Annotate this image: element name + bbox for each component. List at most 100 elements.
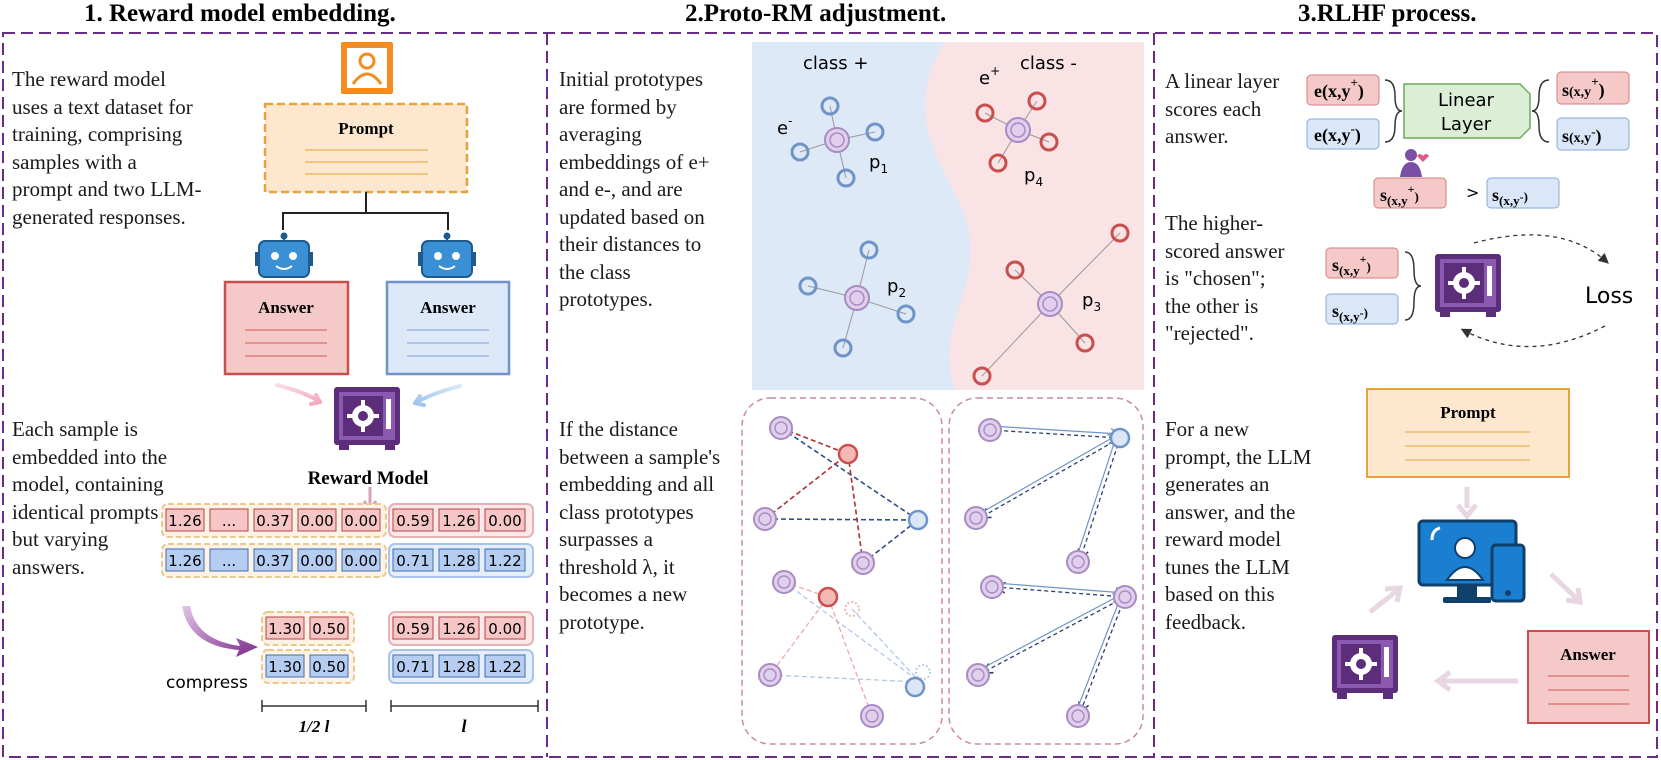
embedding-cell xyxy=(392,508,434,532)
e-neg-label: e- xyxy=(777,114,792,139)
embedding-value: 0.00 xyxy=(488,620,521,638)
linear-layer-box: Linear Layer xyxy=(1403,83,1531,139)
prototype-node xyxy=(964,506,988,530)
embedding-cell xyxy=(392,654,434,678)
s-neg-box: s(x,y-) xyxy=(1556,117,1630,151)
prototype-update-graph xyxy=(753,416,1137,728)
embedding-value: 1.26 xyxy=(168,512,201,530)
class-neg-label: class - xyxy=(1020,53,1077,74)
embedding-value: ... xyxy=(222,552,236,570)
prototype-node xyxy=(772,570,796,594)
embedding-cell xyxy=(438,616,480,640)
prototype-node xyxy=(1037,291,1063,317)
embedding-cell xyxy=(209,508,249,532)
loss-label: Loss xyxy=(1585,284,1633,309)
reward-model-icon xyxy=(334,387,400,450)
embedding-value: 0.00 xyxy=(488,512,521,530)
embedding-cell xyxy=(392,616,434,640)
embedding-cell xyxy=(438,654,480,678)
robot-icon xyxy=(418,232,476,278)
threshold-box-left xyxy=(741,397,943,745)
embedding-cell xyxy=(438,508,480,532)
half-l-label: 1/2 l xyxy=(299,717,330,736)
prototype-node xyxy=(978,418,1002,442)
panel2-text-1: Initial prototypes are formed by averagi… xyxy=(559,67,710,311)
class-region xyxy=(752,42,1144,390)
panel1-text-1: The reward model uses a text dataset for… xyxy=(12,67,202,229)
sample-node xyxy=(833,338,853,358)
answer-positive-label: Answer xyxy=(258,298,314,317)
embedding-cell xyxy=(253,548,293,572)
prompt-box: Prompt xyxy=(263,102,469,194)
s-pos-box: s(x,y+) xyxy=(1556,71,1630,105)
embedding-value: 0.50 xyxy=(312,620,345,638)
embedding-cell xyxy=(165,548,205,572)
embedding-value: ... xyxy=(222,512,236,530)
answer-rlhf-label: Answer xyxy=(1560,645,1616,664)
embedding-value: 0.00 xyxy=(344,512,377,530)
svg-text:s(x,y+): s(x,y+) xyxy=(1562,74,1605,101)
embedding-cell xyxy=(392,548,434,572)
embedding-value: 0.37 xyxy=(256,552,289,570)
embedding-cell xyxy=(309,616,349,640)
svg-text:s(x,y+): s(x,y+) xyxy=(1332,252,1371,278)
embedding-value: 0.00 xyxy=(300,552,333,570)
sample-node-positive xyxy=(817,586,839,608)
sample-node xyxy=(836,168,856,188)
sample-node xyxy=(790,142,810,162)
embedding-cell xyxy=(253,508,293,532)
prototype-node xyxy=(769,416,793,440)
embedding-value: 1.28 xyxy=(442,552,475,570)
panel3-title: 3.RLHF process. xyxy=(1298,0,1477,27)
embedding-value: 1.30 xyxy=(268,658,301,676)
sample-node xyxy=(1027,91,1047,111)
embedding-cell xyxy=(341,548,381,572)
embedding-value: 0.59 xyxy=(396,512,429,530)
prototype-node xyxy=(844,285,870,311)
svg-text:e(x,y+): e(x,y+) xyxy=(1314,75,1364,102)
embedding-cell xyxy=(484,654,526,678)
embedding-value: 0.59 xyxy=(396,620,429,638)
embedding-cell xyxy=(165,508,205,532)
sample-node xyxy=(859,240,879,260)
embedding-value: 0.71 xyxy=(396,658,429,676)
p1-label: p1 xyxy=(869,152,888,176)
svg-text:e(x,y-): e(x,y-) xyxy=(1314,121,1361,146)
sample-node xyxy=(1110,223,1130,243)
panel3-text-3: For a new prompt, the LLM generates an a… xyxy=(1165,417,1312,634)
p3-label: p3 xyxy=(1082,290,1101,314)
embedding-value: 1.26 xyxy=(442,620,475,638)
panel3-text-2: The higher-scored answer is "chosen"; th… xyxy=(1165,211,1285,345)
compress-arrow-icon xyxy=(182,606,258,657)
robot-icon xyxy=(255,232,313,278)
svg-text:s(x,y-): s(x,y-) xyxy=(1492,185,1528,208)
prototype-node xyxy=(966,663,990,687)
prototype-node xyxy=(980,575,1004,599)
embedding-value: 1.30 xyxy=(268,620,301,638)
e-pos-box: e(x,y+) xyxy=(1306,74,1380,106)
prototype-node xyxy=(758,663,782,687)
class-pos-label: class + xyxy=(803,53,869,74)
embedding-value: 0.00 xyxy=(300,512,333,530)
e-pos-label: e+ xyxy=(979,64,1000,89)
embedding-value: 0.50 xyxy=(312,658,345,676)
embedding-value: 1.26 xyxy=(168,552,201,570)
greater-than: > xyxy=(1466,183,1479,202)
svg-text:s(x,y-): s(x,y-) xyxy=(1332,301,1368,324)
sample-node-negative xyxy=(1109,427,1131,449)
reward-model-label: Reward Model xyxy=(308,468,429,489)
sample-node xyxy=(820,96,840,116)
s-neg-compare-box: s(x,y-) xyxy=(1486,177,1560,209)
reward-model-icon xyxy=(1435,254,1501,317)
sample-node xyxy=(798,276,818,296)
s-pos-chosen-box: s(x,y+) xyxy=(1325,247,1399,279)
prompt-box-rlhf: Prompt xyxy=(1366,388,1570,478)
embedding-value: 1.22 xyxy=(488,552,521,570)
embedding-value: 0.00 xyxy=(344,552,377,570)
svg-text:s(x,y-): s(x,y-) xyxy=(1562,124,1602,147)
panel2-text-2: If the distance between a sample's embed… xyxy=(559,417,721,634)
embedding-cell xyxy=(484,548,526,572)
l-label: l xyxy=(461,716,466,736)
embedding-cell xyxy=(209,548,249,572)
prompt-label: Prompt xyxy=(338,119,394,138)
